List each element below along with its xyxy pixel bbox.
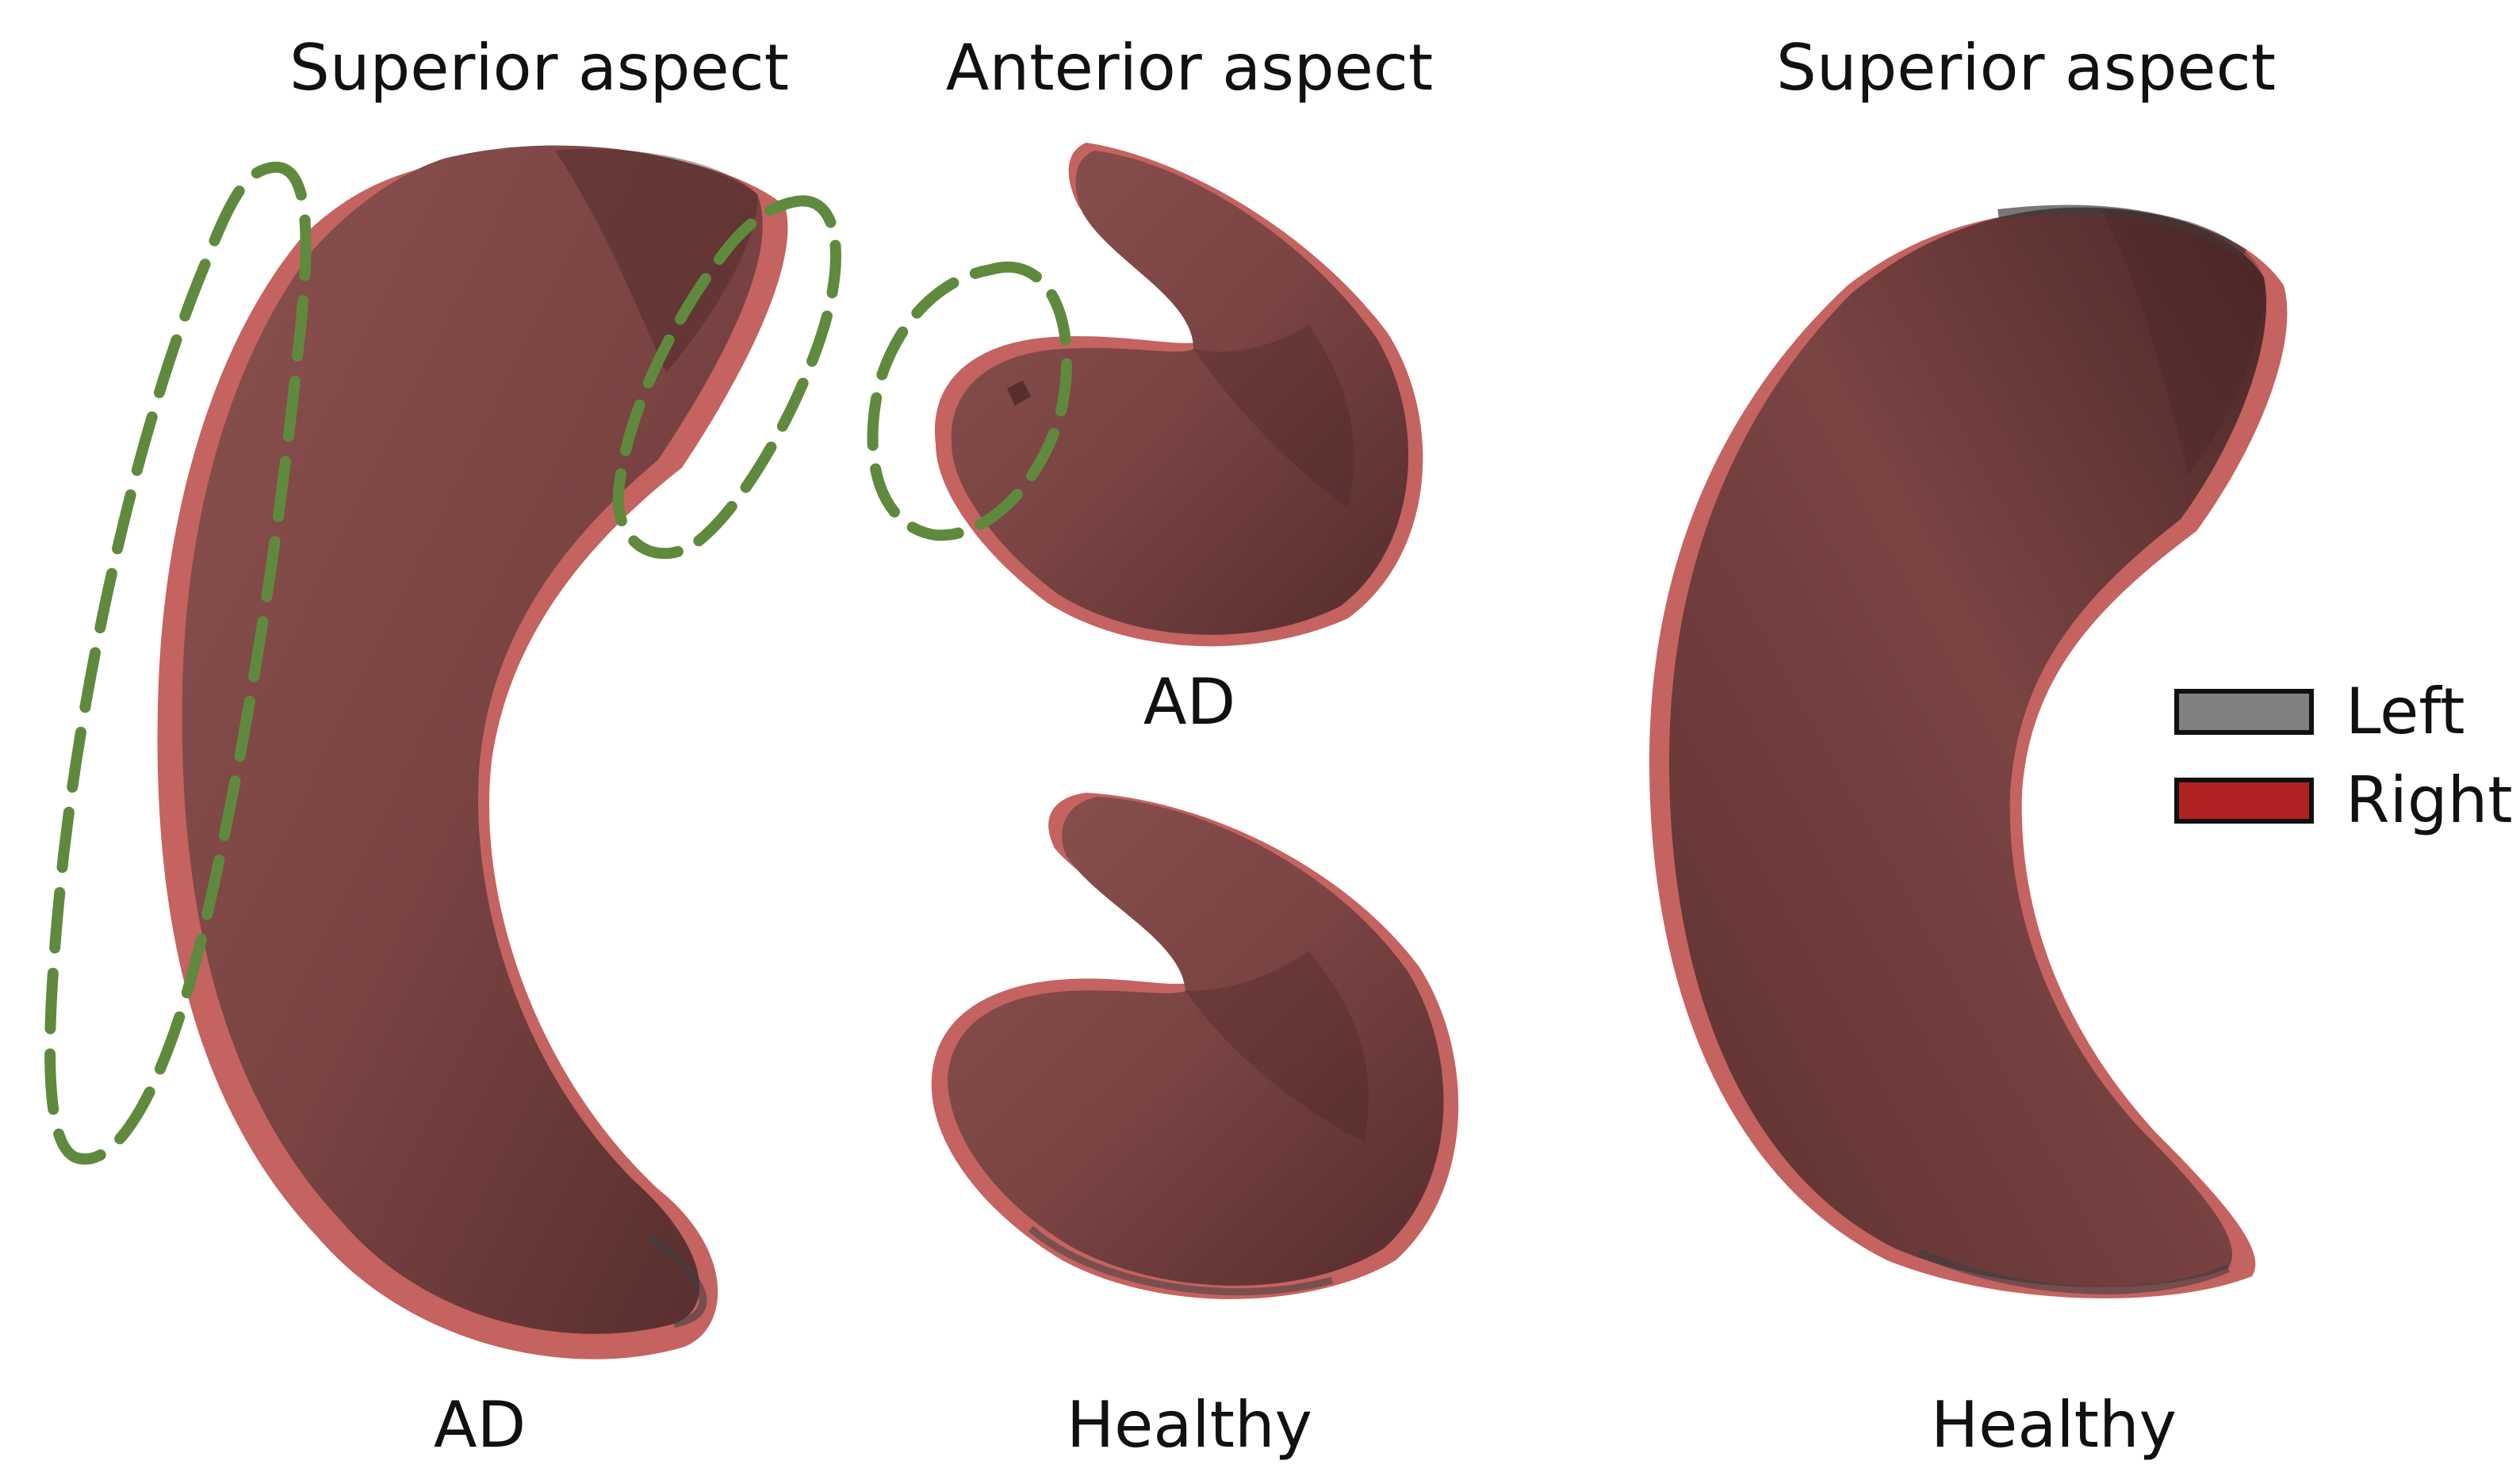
label-healthy-anterior: Healthy bbox=[1066, 1388, 1313, 1462]
healthy-anterior-hippocampus bbox=[931, 793, 1459, 1299]
title-middle-anterior-aspect: Anterior aspect bbox=[945, 31, 1434, 105]
ad-superior-hippocampus bbox=[157, 145, 788, 1359]
left-hemisphere-surface bbox=[951, 151, 1409, 635]
legend-swatch-left bbox=[2174, 689, 2314, 735]
healthy-superior-hippocampus bbox=[1649, 205, 2288, 1298]
highlight-outline-medial bbox=[612, 195, 841, 560]
highlight-outline-lateral bbox=[44, 161, 312, 1165]
highlight-outline-anterior bbox=[867, 261, 1073, 541]
left-hemisphere-surface bbox=[948, 797, 1444, 1286]
ad-anterior-hippocampus bbox=[934, 143, 1423, 647]
legend-label-left: Left bbox=[2346, 675, 2465, 748]
legend-label-right: Right bbox=[2346, 763, 2513, 837]
left-hemisphere-surface bbox=[182, 145, 763, 1334]
label-healthy-superior: Healthy bbox=[1930, 1388, 2177, 1462]
title-left-superior-aspect: Superior aspect bbox=[289, 31, 789, 105]
legend-item-left: Left bbox=[2174, 679, 2513, 745]
label-ad-superior: AD bbox=[433, 1388, 527, 1462]
legend-item-right: Right bbox=[2174, 767, 2513, 834]
legend: Left Right bbox=[2174, 679, 2513, 856]
title-right-superior-aspect: Superior aspect bbox=[1776, 31, 2276, 105]
label-ad-anterior: AD bbox=[1143, 665, 1236, 739]
legend-swatch-right bbox=[2174, 778, 2314, 824]
left-hemisphere-surface bbox=[1669, 207, 2267, 1287]
ad-difference-highlights bbox=[44, 161, 841, 1165]
